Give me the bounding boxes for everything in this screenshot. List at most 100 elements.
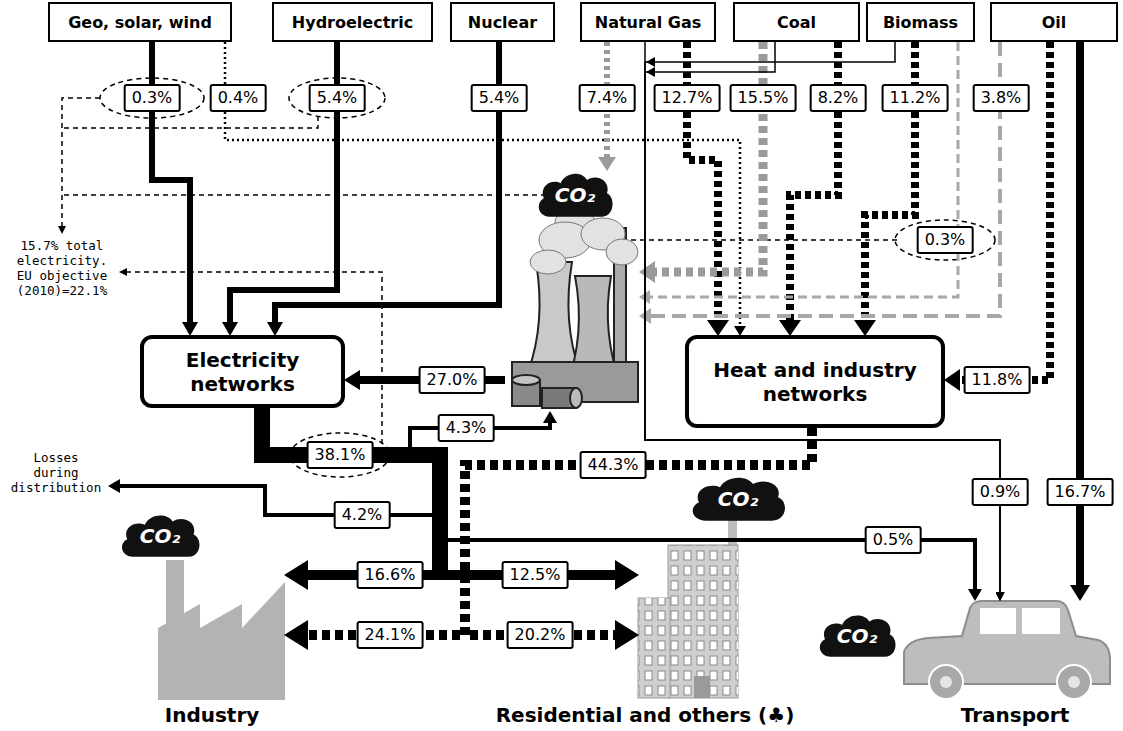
flow-arrow	[262, 408, 440, 575]
co2-cloud: CO₂	[535, 170, 615, 220]
network-box: Electricity networks	[140, 335, 345, 408]
power-plant: CO₂	[505, 170, 640, 412]
flow-percentage: 8.2%	[810, 84, 867, 112]
note-text: 15.7% total electricity. EU objective (2…	[8, 238, 116, 298]
factory-illustration	[158, 560, 285, 700]
energy-source-box: Nuclear	[450, 2, 555, 42]
co2-cloud: CO₂	[688, 474, 788, 524]
consumer-sector: Residential and others (♣)	[638, 545, 738, 698]
co2-cloud: CO₂	[816, 612, 898, 660]
barrel-top	[512, 375, 540, 385]
car-hub	[940, 676, 952, 688]
flow-percentage: 11.8%	[964, 366, 1031, 394]
flow-percentage: 5.4%	[309, 84, 366, 112]
flow-arrow	[465, 428, 812, 635]
flow-arrow	[960, 42, 1050, 380]
flow-arrow	[225, 42, 740, 326]
flow-percentage: 16.6%	[357, 561, 424, 589]
percentage-label: 38.1%	[307, 441, 374, 469]
energy-source-box: Hydroelectric	[272, 2, 433, 42]
losses-arrow	[120, 486, 440, 515]
factory-hall	[158, 582, 285, 700]
flow-percentage: 3.8%	[973, 84, 1030, 112]
flow-percentage: 24.1%	[357, 621, 424, 649]
flow-percentage: 0.9%	[972, 478, 1029, 506]
building-windows	[668, 545, 738, 698]
flow-percentage: 0.4%	[210, 84, 267, 112]
highlight-ellipses	[100, 78, 995, 477]
node-text: Geo, solar, wind	[68, 13, 212, 32]
car-wheel	[1057, 665, 1091, 699]
car-illustration	[904, 601, 1110, 699]
car-window	[980, 608, 1016, 634]
node-text: Natural Gas	[595, 13, 701, 32]
building-windows	[638, 598, 670, 698]
building-tower	[668, 545, 738, 698]
cloud-outline	[693, 478, 785, 521]
flow-percentage: 0.5%	[865, 526, 922, 554]
flow-percentage: 20.2%	[507, 621, 574, 649]
node-text: Hydroelectric	[292, 13, 413, 32]
consumer-sector: Industry	[158, 560, 285, 700]
flow-percentage: 0.3%	[124, 84, 181, 112]
building-illustration	[638, 520, 738, 698]
smoke	[606, 239, 638, 265]
flow-arrow	[645, 42, 1000, 592]
flow-percentage: 11.2%	[882, 84, 949, 112]
flow-arrow	[655, 42, 763, 272]
smoke	[530, 250, 566, 274]
node-text: Coal	[777, 13, 816, 32]
co2-text: CO₂	[718, 487, 758, 511]
building-wing	[638, 598, 670, 698]
flow-arrow	[308, 428, 812, 635]
node-text: Heat and industry networks	[697, 358, 933, 406]
node-text: Biomass	[883, 13, 958, 32]
cloud-outline	[539, 174, 613, 217]
energy-source-box: Biomass	[866, 2, 975, 42]
node-text: Electricity networks	[152, 348, 333, 396]
note-text: Losses during distribution	[10, 450, 102, 495]
flow-percentage: 15.5%	[730, 84, 797, 112]
leader-line	[62, 98, 100, 226]
car-hub	[1068, 676, 1080, 688]
building-chimney	[728, 520, 737, 548]
flow-percentage: 12.7%	[654, 84, 721, 112]
energy-source-box: Geo, solar, wind	[48, 2, 232, 42]
sector-name: Transport	[961, 704, 1069, 726]
node-text: Oil	[1042, 13, 1067, 32]
power-plant-illustration	[512, 210, 638, 408]
co2-text: CO₂	[837, 624, 877, 648]
car-window	[1022, 608, 1060, 634]
flow-arrow	[645, 42, 1000, 592]
barrel-top	[570, 388, 582, 408]
cooling-tower	[528, 262, 580, 372]
energy-source-box: Natural Gas	[580, 2, 716, 42]
energy-source-box: Coal	[733, 2, 860, 42]
flow-arrow	[650, 42, 958, 297]
car-wheel	[929, 665, 963, 699]
percentage-label: 4.2%	[334, 501, 391, 529]
network-box: Heat and industry networks	[685, 335, 945, 428]
flow-arrow	[651, 42, 1000, 316]
sector-name: Industry	[165, 704, 260, 726]
flow-percentage: 27.0%	[419, 366, 486, 394]
flow-arrow	[262, 408, 975, 589]
sector-name: Residential and others (♣)	[496, 704, 795, 726]
flow-percentage: 0.3%	[917, 226, 974, 254]
percentage-label: 44.3%	[580, 451, 647, 479]
co2-text: CO₂	[555, 183, 595, 207]
building-door	[694, 676, 710, 698]
flow-arrow	[275, 42, 499, 322]
consumer-sector: Transport	[898, 600, 1112, 700]
cloud-outline	[820, 616, 896, 657]
flow-percentage: 5.4%	[471, 84, 528, 112]
energy-source-box: Oil	[990, 2, 1118, 42]
co2-text: CO₂	[140, 524, 180, 548]
flow-arrow	[262, 408, 550, 455]
cloud-outline	[122, 516, 200, 557]
leader-line	[62, 116, 318, 128]
dashed-ellipse	[895, 220, 995, 260]
flow-percentage: 4.3%	[438, 414, 495, 442]
